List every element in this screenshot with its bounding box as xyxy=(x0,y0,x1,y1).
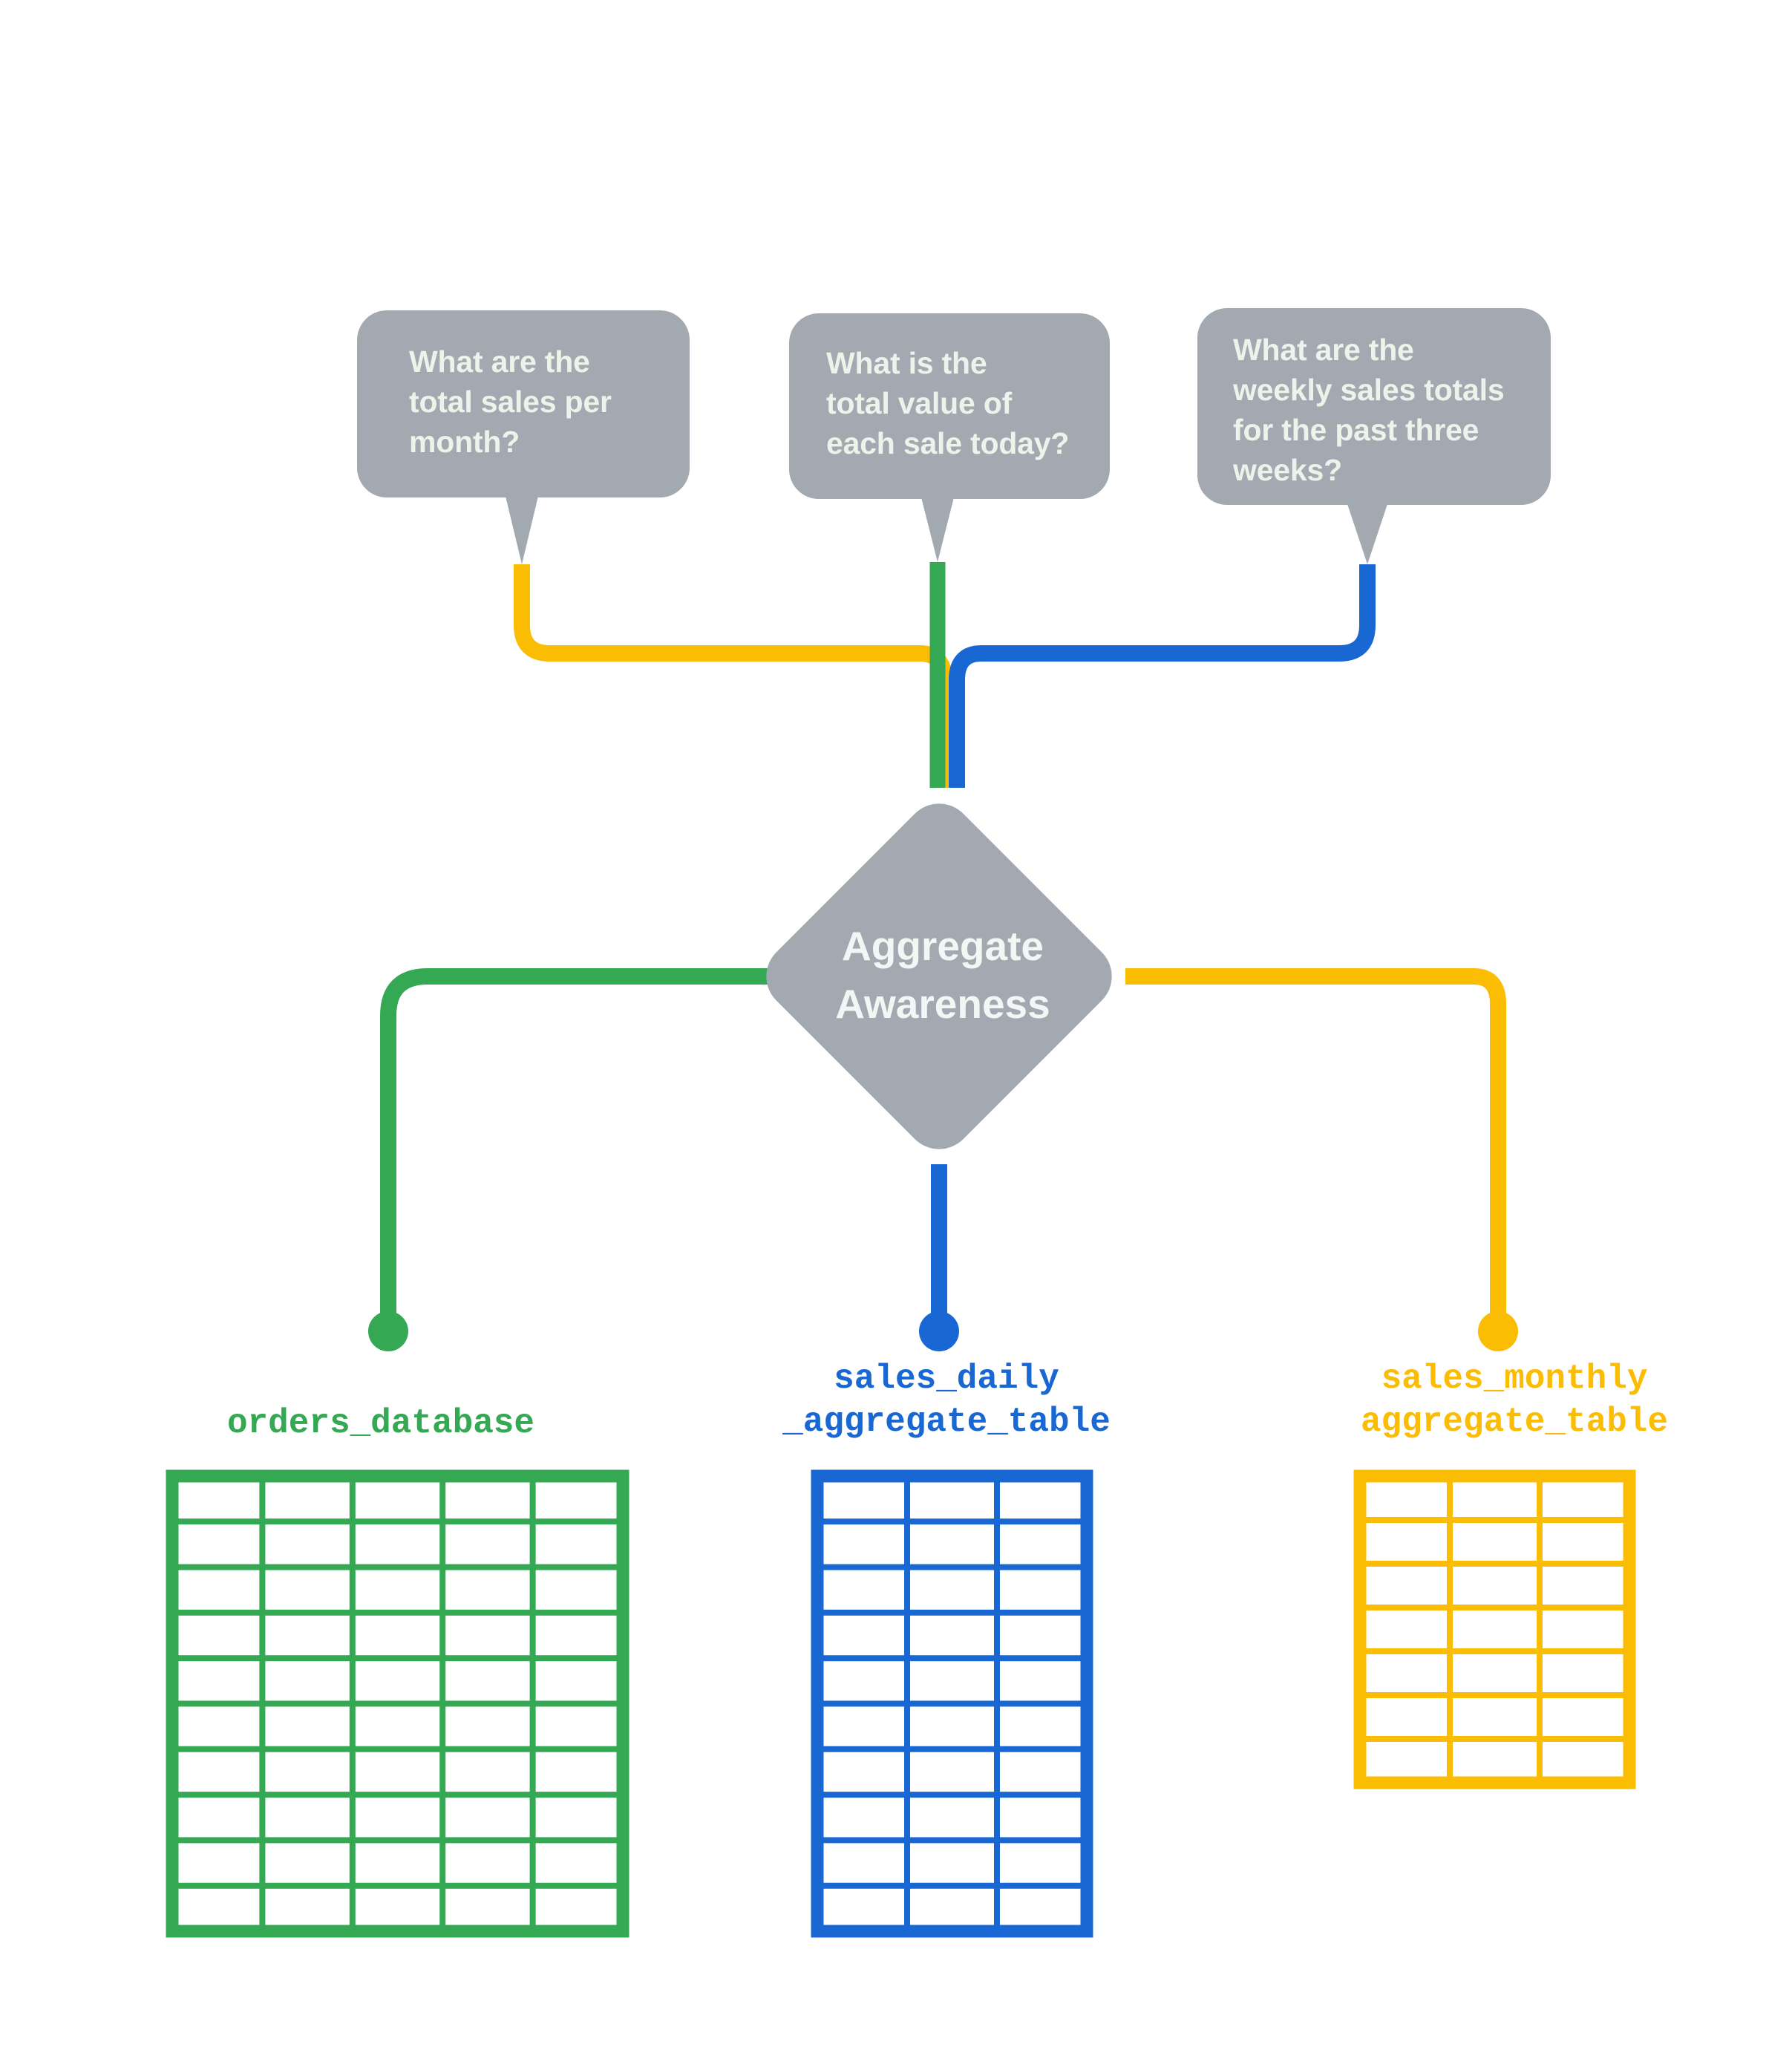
speech-bubble-weekly-question[interactable] xyxy=(1197,308,1551,564)
endpoint-dot-monthly xyxy=(1478,1311,1518,1351)
table-caption-sales-monthly-aggregate: sales_monthly aggregate_table xyxy=(1360,1360,1669,1441)
endpoint-dot-daily xyxy=(919,1311,959,1351)
table-caption-orders-database: orders_database xyxy=(226,1404,535,1443)
table-orders-database[interactable] xyxy=(166,1469,630,1938)
connector-layer xyxy=(380,562,1506,1314)
connector-yellow-top xyxy=(514,564,952,788)
connector-yellow-bottom xyxy=(1125,968,1506,1314)
connector-green-bottom xyxy=(380,968,791,1314)
connector-blue-top xyxy=(949,564,1376,788)
table-sales-monthly-aggregate[interactable] xyxy=(1353,1469,1636,1789)
aggregate-awareness-node[interactable] xyxy=(752,789,1125,1163)
table-caption-sales-daily-aggregate: sales_daily _aggregate_table xyxy=(782,1360,1111,1441)
endpoint-dot-orders xyxy=(368,1311,408,1351)
speech-bubble-group xyxy=(357,308,1551,564)
endpoint-dot-group xyxy=(368,1311,1518,1351)
speech-bubble-monthly-question[interactable] xyxy=(357,310,690,564)
table-sales-daily-aggregate[interactable] xyxy=(811,1469,1093,1938)
speech-bubble-daily-question[interactable] xyxy=(789,313,1110,562)
